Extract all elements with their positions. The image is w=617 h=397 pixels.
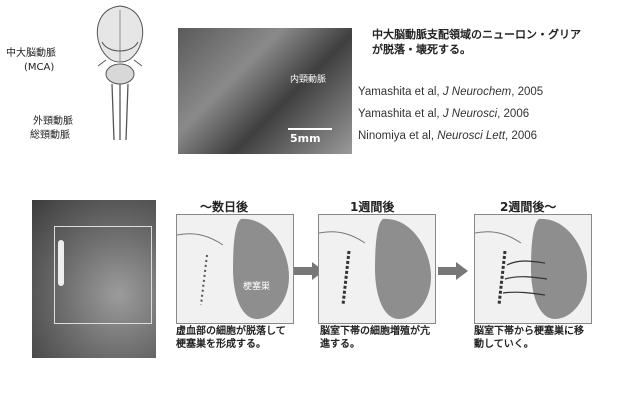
mca-abbr-label: (MCA) bbox=[24, 62, 54, 75]
panel-1: 梗塞巣 bbox=[176, 214, 294, 324]
panel-1-caption-2: 梗塞巣を形成する。 bbox=[176, 339, 266, 352]
ref-journal: J Neurochem bbox=[443, 86, 511, 98]
ref-journal: J Neurosci bbox=[443, 108, 497, 120]
ref-authors: Yamashita et al, bbox=[358, 86, 443, 98]
panel-3-caption-2: 動していく。 bbox=[474, 339, 534, 352]
zoom-box bbox=[54, 226, 152, 324]
description-line-2: が脱落・壊死する。 bbox=[372, 43, 471, 57]
ref-year: , 2005 bbox=[511, 86, 543, 98]
infarct-label: 梗塞巣 bbox=[243, 279, 270, 292]
mca-label: 中大脳動脈 bbox=[6, 48, 56, 61]
panel-2-caption-2: 進する。 bbox=[320, 339, 360, 352]
panel-3-caption-1: 脳室下帯から梗塞巣に移 bbox=[474, 326, 584, 339]
panel-2-diagram bbox=[319, 215, 435, 323]
brain-artery-diagram bbox=[80, 2, 160, 142]
common-carotid-label: 総頸動脈 bbox=[30, 130, 70, 143]
panel-2-title: 1週間後 bbox=[350, 200, 394, 215]
scale-bar bbox=[288, 128, 332, 130]
arrow-2-icon bbox=[456, 262, 468, 280]
panel-3-title: 2週間後〜 bbox=[500, 200, 556, 215]
reference-1: Yamashita et al, J Neurochem, 2005 bbox=[358, 86, 543, 98]
photo-inner-label: 内頸動脈 bbox=[290, 72, 326, 85]
brain-slice-photo bbox=[32, 200, 156, 358]
panel-3-diagram bbox=[475, 215, 591, 323]
reference-3: Ninomiya et al, Neurosci Lett, 2006 bbox=[358, 130, 537, 142]
reference-2: Yamashita et al, J Neurosci, 2006 bbox=[358, 108, 529, 120]
panel-1-caption-1: 虚血部の細胞が脱落して bbox=[176, 326, 286, 339]
ref-journal: Neurosci Lett bbox=[437, 130, 505, 142]
description-line-1: 中大脳動脈支配領域のニューロン・グリア bbox=[372, 28, 581, 42]
external-carotid-label: 外頸動脈 bbox=[33, 116, 73, 129]
ref-year: , 2006 bbox=[505, 130, 537, 142]
ref-year: , 2006 bbox=[497, 108, 529, 120]
panel-2-caption-1: 脳室下帯の細胞増殖が亢 bbox=[320, 326, 430, 339]
surgery-photo: 内頸動脈 5mm bbox=[178, 28, 352, 154]
panel-3 bbox=[474, 214, 592, 324]
ref-authors: Yamashita et al, bbox=[358, 108, 443, 120]
scale-label: 5mm bbox=[290, 132, 321, 145]
ref-authors: Ninomiya et al, bbox=[358, 130, 437, 142]
panel-1-diagram bbox=[177, 215, 293, 323]
panel-1-title: 〜数日後 bbox=[200, 200, 248, 215]
panel-2 bbox=[318, 214, 436, 324]
ventricle bbox=[58, 240, 64, 286]
